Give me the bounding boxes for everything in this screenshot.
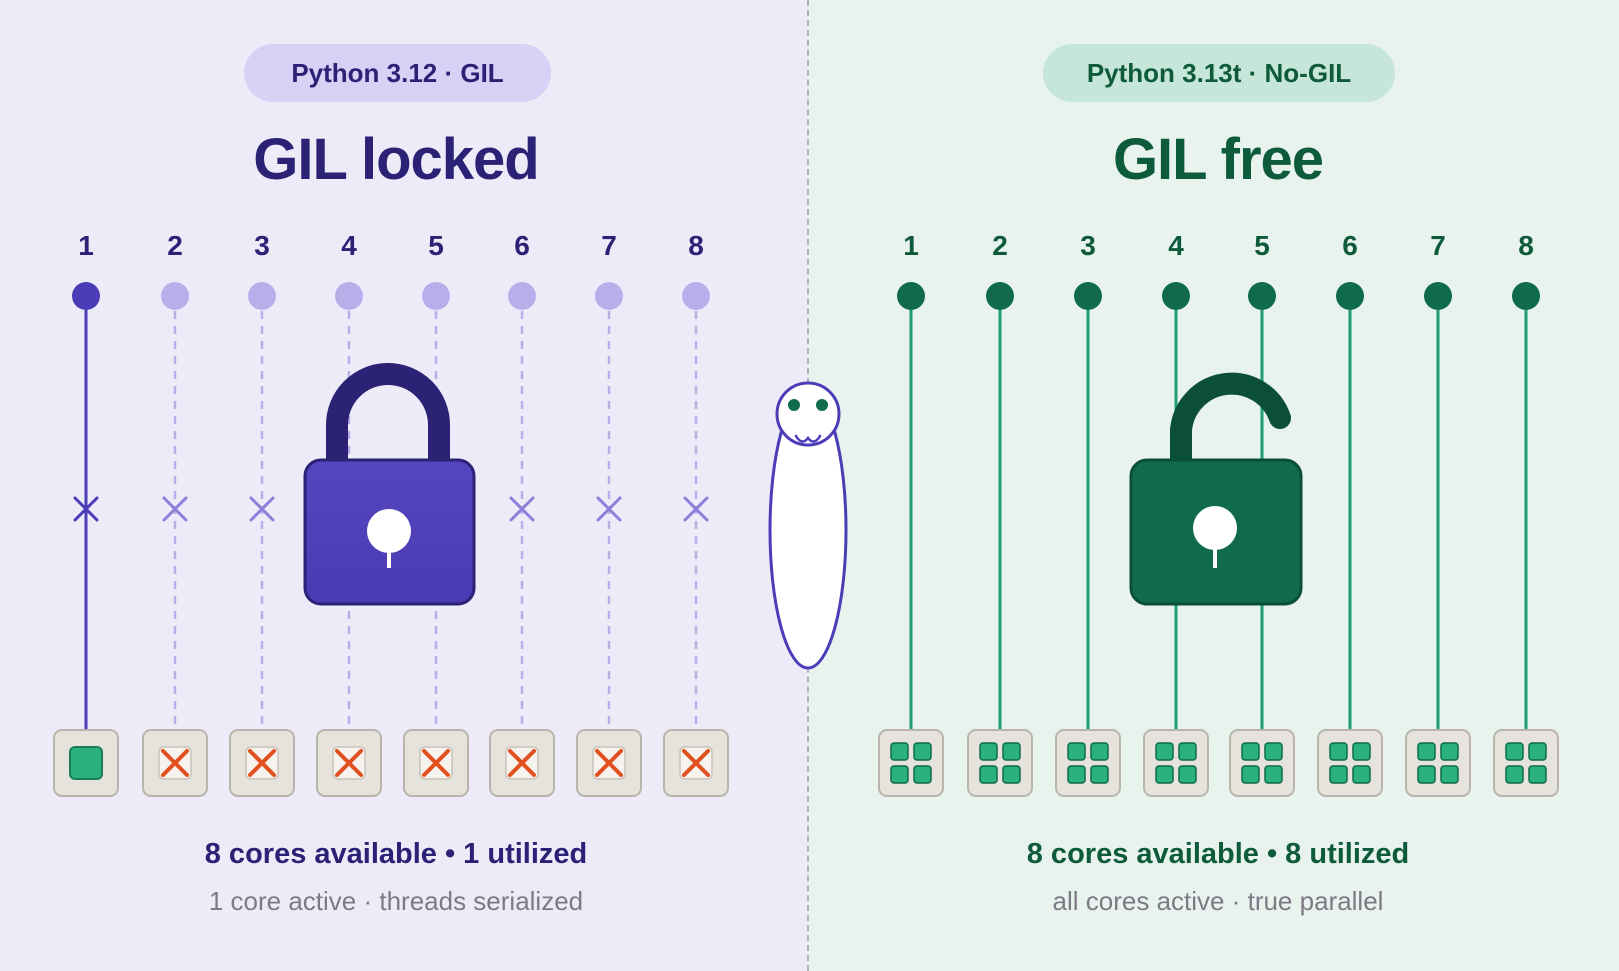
unlocked-padlock-icon xyxy=(1129,372,1303,606)
right-thread-label: 6 xyxy=(1342,230,1358,261)
left-thread-start-dots xyxy=(161,282,710,310)
gil-locked-title: GIL locked xyxy=(253,127,539,192)
left-thread-label: 4 xyxy=(341,230,357,261)
right-thread-label: 3 xyxy=(1080,230,1096,261)
left-thread-label: 2 xyxy=(167,230,183,261)
right-thread-label: 4 xyxy=(1168,230,1184,261)
left-thread-label: 8 xyxy=(688,230,704,261)
right-thread-label: 1 xyxy=(903,230,919,261)
left-core-1-active xyxy=(53,729,119,797)
left-core-detail: 1 core active · threads serialized xyxy=(208,886,584,916)
python-312-badge: Python 3.12 · GIL xyxy=(244,44,551,102)
left-thread-label: 7 xyxy=(601,230,617,261)
left-thread-1-active xyxy=(72,282,100,730)
left-core-summary: 8 cores available • 1 utilized xyxy=(204,838,588,870)
right-active-cores xyxy=(878,729,1559,797)
right-thread-label: 7 xyxy=(1430,230,1446,261)
python-313t-badge: Python 3.13t · No-GIL xyxy=(1043,44,1395,102)
left-thread-label: 6 xyxy=(514,230,530,261)
right-thread-start-dots xyxy=(897,282,1540,310)
right-thread-label: 8 xyxy=(1518,230,1534,261)
left-thread-label: 1 xyxy=(78,230,94,261)
right-thread-label: 5 xyxy=(1254,230,1270,261)
gil-free-title: GIL free xyxy=(1112,127,1324,192)
left-thread-label: 3 xyxy=(254,230,270,261)
left-wait-marks xyxy=(162,496,709,522)
right-thread-label: 2 xyxy=(992,230,1008,261)
snake-icon xyxy=(768,381,848,670)
left-thread-label: 5 xyxy=(428,230,444,261)
left-idle-cores xyxy=(142,729,729,797)
right-core-summary: 8 cores available • 8 utilized xyxy=(1026,838,1410,870)
locked-padlock-icon xyxy=(303,363,476,606)
right-core-detail: all cores active · true parallel xyxy=(1052,886,1384,916)
right-parallel-threads xyxy=(909,296,1528,730)
